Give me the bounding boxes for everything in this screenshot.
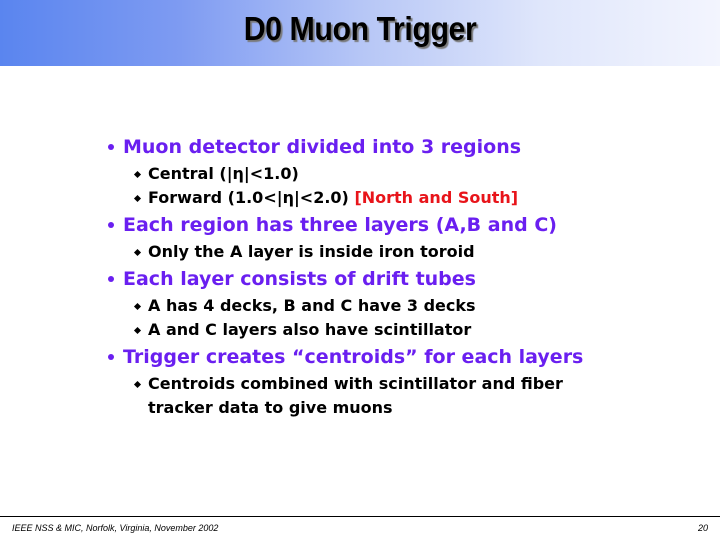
round-bullet-icon (108, 276, 114, 282)
bullet-level2-continuation: tracker data to give muons (108, 396, 668, 420)
diamond-bullet-icon (133, 170, 142, 179)
bullet-level1: Trigger creates “centroids” for each lay… (108, 342, 668, 372)
diamond-bullet-icon (133, 302, 142, 311)
footer-conference: IEEE NSS & MIC, Norfolk, Virginia, Novem… (12, 523, 219, 533)
bullet-text: A and C layers also have scintillator (148, 320, 472, 339)
bullet-text: Muon detector divided into 3 regions (123, 136, 522, 158)
bullet-text: Each region has three layers (A,B and C) (123, 214, 557, 236)
diamond-bullet-icon (133, 248, 142, 257)
bullet-text: Only the A layer is inside iron toroid (148, 242, 475, 261)
title-banner: D0 Muon Trigger (0, 0, 720, 66)
bullet-text: tracker data to give muons (148, 398, 393, 417)
bullet-level2: Centroids combined with scintillator and… (108, 372, 668, 396)
bullet-text: Centroids combined with scintillator and… (148, 374, 563, 393)
round-bullet-icon (108, 144, 114, 150)
bullet-level2: A and C layers also have scintillator (108, 318, 668, 342)
bullet-level2: Forward (1.0<|η|<2.0) [North and South] (108, 186, 668, 210)
bullet-level1: Each layer consists of drift tubes (108, 264, 668, 294)
bullet-level2: A has 4 decks, B and C have 3 decks (108, 294, 668, 318)
bullet-text: A has 4 decks, B and C have 3 decks (148, 296, 476, 315)
slide-body: Muon detector divided into 3 regions Cen… (108, 132, 668, 420)
round-bullet-icon (108, 222, 114, 228)
footer-divider (0, 516, 720, 517)
highlight-text: [North and South] (354, 188, 519, 207)
bullet-text: Trigger creates “centroids” for each lay… (123, 346, 584, 368)
diamond-bullet-icon (133, 194, 142, 203)
bullet-text: Central (|η|<1.0) (148, 164, 299, 183)
diamond-bullet-icon (133, 326, 142, 335)
diamond-bullet-icon (133, 380, 142, 389)
bullet-text: Forward (1.0<|η|<2.0) (148, 188, 349, 207)
round-bullet-icon (108, 354, 114, 360)
slide-title: D0 Muon Trigger (243, 10, 477, 47)
bullet-text: Each layer consists of drift tubes (123, 268, 476, 290)
bullet-level1: Each region has three layers (A,B and C) (108, 210, 668, 240)
bullet-level1: Muon detector divided into 3 regions (108, 132, 668, 162)
bullet-level2: Only the A layer is inside iron toroid (108, 240, 668, 264)
bullet-level2: Central (|η|<1.0) (108, 162, 668, 186)
page-number: 20 (697, 523, 708, 533)
